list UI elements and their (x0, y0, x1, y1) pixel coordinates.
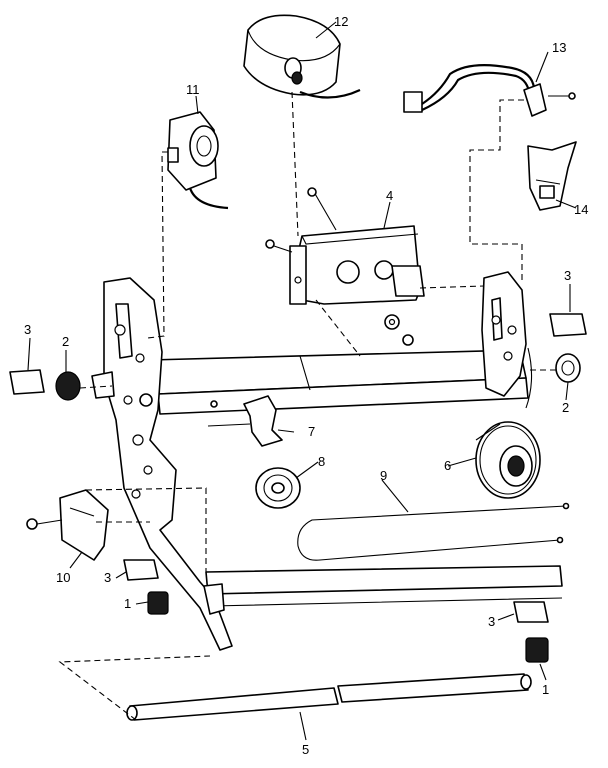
callout-12: 12 (334, 14, 348, 29)
callout-1-left: 1 (124, 596, 131, 611)
part-5-axle-shaft (126, 673, 532, 721)
part-11-drive-motor (167, 111, 229, 210)
callout-14: 14 (574, 202, 588, 217)
callout-5: 5 (302, 742, 309, 757)
part-13-wire-harness (403, 64, 576, 117)
callout-labels: 12 11 13 14 4 3 3 2 2 7 8 6 9 10 3 1 3 1… (24, 14, 588, 757)
callout-7: 7 (308, 424, 315, 439)
callout-10: 10 (56, 570, 70, 585)
callout-11: 11 (186, 82, 200, 97)
part-9-drive-cable (297, 502, 570, 561)
part-3-clip-lower-left (123, 559, 159, 581)
callout-9: 9 (380, 468, 387, 483)
part-1-foot-left (147, 591, 169, 615)
part-7-hook-bracket (207, 395, 283, 447)
part-6-drive-wheel (475, 421, 541, 499)
callout-2-right: 2 (562, 400, 569, 415)
callout-3-lower-left: 3 (104, 570, 111, 585)
callout-8: 8 (318, 454, 325, 469)
part-14-switch-clip (527, 141, 577, 211)
part-2-bushing-right (555, 353, 581, 383)
assembly-guide-lines (58, 91, 556, 721)
callout-4: 4 (386, 188, 393, 203)
part-3-clip-left (9, 369, 45, 395)
part-10-mounting-bracket (26, 489, 109, 561)
part-4-motor-bracket (265, 187, 425, 346)
part-8-idler-pulley (255, 467, 301, 509)
part-12-motor (243, 14, 361, 99)
callout-6: 6 (444, 458, 451, 473)
callout-2-left: 2 (62, 334, 69, 349)
leader-lines (27, 21, 577, 741)
left-side-plate (91, 277, 233, 651)
part-3-clip-lower-right (513, 601, 549, 623)
part-3-clip-right (549, 313, 587, 337)
callout-3-right-top: 3 (564, 268, 571, 283)
callout-1-right: 1 (542, 682, 549, 697)
part-1-foot-right (525, 637, 549, 663)
callout-3-lower-right: 3 (488, 614, 495, 629)
callout-13: 13 (552, 40, 566, 55)
right-side-plate (481, 271, 533, 409)
callout-3-left-top: 3 (24, 322, 31, 337)
part-2-bushing-left (55, 371, 81, 401)
